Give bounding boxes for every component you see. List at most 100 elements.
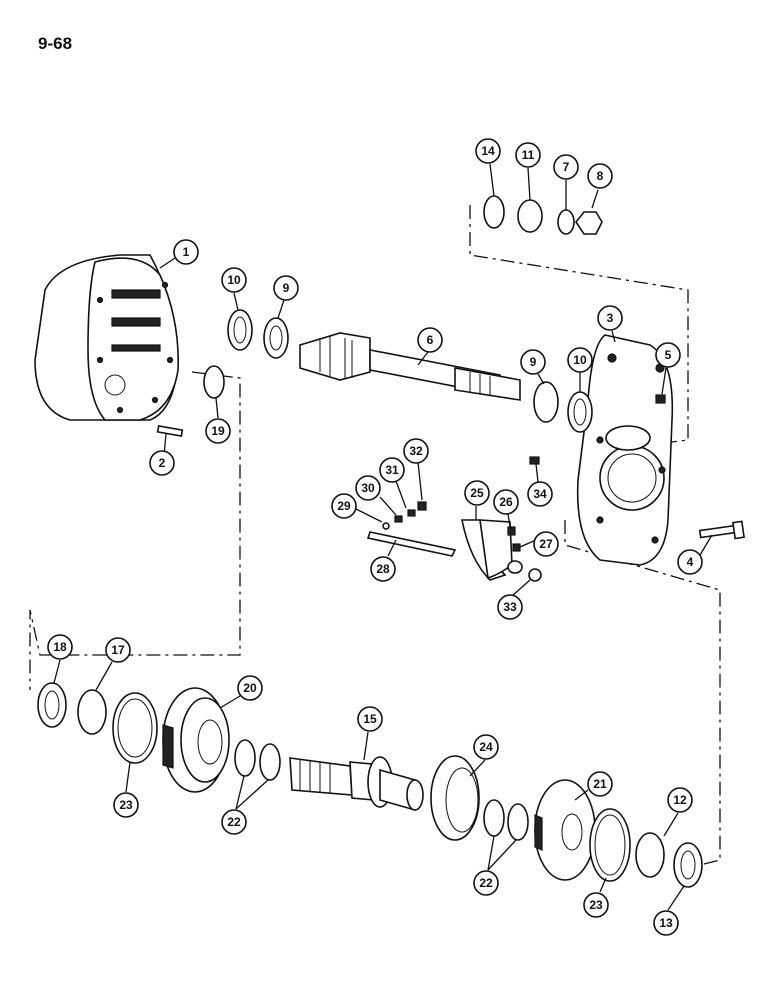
svg-text:18: 18 <box>53 640 67 654</box>
callout-23-left: 23 <box>113 792 139 818</box>
drive-gear <box>162 687 230 793</box>
svg-text:29: 29 <box>337 499 351 513</box>
bearing-cup <box>673 842 703 888</box>
svg-text:10: 10 <box>227 273 241 287</box>
shift-fork <box>461 519 523 581</box>
bearing-cup <box>567 391 593 433</box>
svg-text:10: 10 <box>573 353 587 367</box>
svg-text:7: 7 <box>563 160 570 174</box>
callout-4: 4 <box>677 549 703 575</box>
svg-text:21: 21 <box>593 777 607 791</box>
callout-9-right: 9 <box>520 349 546 375</box>
svg-text:2: 2 <box>159 456 166 470</box>
svg-text:34: 34 <box>533 487 547 501</box>
seal-ring <box>203 365 225 399</box>
callout-27: 27 <box>533 531 559 557</box>
callout-7: 7 <box>553 154 579 180</box>
svg-text:33: 33 <box>503 600 517 614</box>
svg-text:19: 19 <box>211 424 225 438</box>
callout-21: 21 <box>587 771 613 797</box>
svg-text:31: 31 <box>385 463 399 477</box>
input-shaft <box>299 332 521 401</box>
needle-bearing <box>234 739 256 777</box>
svg-text:14: 14 <box>481 144 495 158</box>
svg-text:25: 25 <box>470 486 484 500</box>
callout-31: 31 <box>379 457 405 483</box>
callout-19: 19 <box>205 418 231 444</box>
detent-spring <box>394 515 403 523</box>
callout-9-top: 9 <box>273 275 299 301</box>
seal <box>483 195 505 229</box>
svg-text:20: 20 <box>243 681 257 695</box>
callout-23-right: 23 <box>583 892 609 918</box>
shift-collar <box>430 755 480 841</box>
needle-bearing <box>259 743 281 781</box>
nut <box>528 568 542 582</box>
cap-screw <box>698 520 745 540</box>
svg-text:22: 22 <box>479 876 493 890</box>
detent-screw <box>417 501 427 511</box>
callout-33: 33 <box>497 594 523 620</box>
svg-text:15: 15 <box>363 712 377 726</box>
bearing-cone <box>517 199 543 233</box>
svg-text:4: 4 <box>687 555 694 569</box>
svg-text:13: 13 <box>659 916 673 930</box>
callout-34: 34 <box>527 481 553 507</box>
bearing-cone <box>533 381 559 423</box>
svg-text:3: 3 <box>607 311 614 325</box>
svg-text:28: 28 <box>376 562 390 576</box>
bearing-cone <box>77 689 107 735</box>
callout-11: 11 <box>515 142 541 168</box>
callout-22-left: 22 <box>221 809 247 835</box>
callout-25: 25 <box>464 480 490 506</box>
svg-text:23: 23 <box>589 898 603 912</box>
cover-plate <box>576 334 674 566</box>
callout-18: 18 <box>47 634 73 660</box>
callout-28: 28 <box>370 556 396 582</box>
callout-8: 8 <box>587 163 613 189</box>
svg-text:27: 27 <box>539 537 553 551</box>
callout-6: 6 <box>417 327 443 353</box>
callout-32: 32 <box>403 438 429 464</box>
svg-text:6: 6 <box>427 333 434 347</box>
callout-30: 30 <box>355 475 381 501</box>
callout-1: 1 <box>173 239 199 265</box>
lock-nut <box>512 543 521 552</box>
detent-ball <box>382 522 390 530</box>
callout-17: 17 <box>105 637 131 663</box>
svg-text:23: 23 <box>119 798 133 812</box>
set-screw <box>507 526 516 536</box>
bearing-cone <box>263 317 289 359</box>
needle-bearing <box>507 803 529 841</box>
detent-plug <box>407 509 416 517</box>
svg-text:1: 1 <box>183 245 190 259</box>
callout-20: 20 <box>237 675 263 701</box>
svg-text:5: 5 <box>665 348 672 362</box>
svg-text:11: 11 <box>522 148 535 162</box>
washer <box>557 209 575 235</box>
callout-12: 12 <box>667 787 693 813</box>
transfer-case-housing <box>34 254 179 421</box>
svg-text:9: 9 <box>530 355 537 369</box>
page-number: 9-68 <box>38 34 73 53</box>
callout-14: 14 <box>475 138 501 164</box>
output-shaft <box>289 756 424 812</box>
svg-text:9: 9 <box>283 281 290 295</box>
bearing-cup <box>37 682 67 728</box>
svg-text:30: 30 <box>361 481 375 495</box>
callout-10-right: 10 <box>567 347 593 373</box>
needle-bearing <box>483 799 505 837</box>
bearing-cone <box>635 832 665 878</box>
callout-15: 15 <box>357 706 383 732</box>
bearing-cup <box>227 309 253 351</box>
plug <box>655 394 666 404</box>
svg-text:12: 12 <box>673 793 687 807</box>
callout-5: 5 <box>655 342 681 368</box>
callout-3: 3 <box>597 305 623 331</box>
snap-ring <box>112 692 158 764</box>
callout-10-top: 10 <box>221 267 247 293</box>
callout-2: 2 <box>149 450 175 476</box>
svg-text:26: 26 <box>499 495 513 509</box>
callout-26: 26 <box>493 489 519 515</box>
